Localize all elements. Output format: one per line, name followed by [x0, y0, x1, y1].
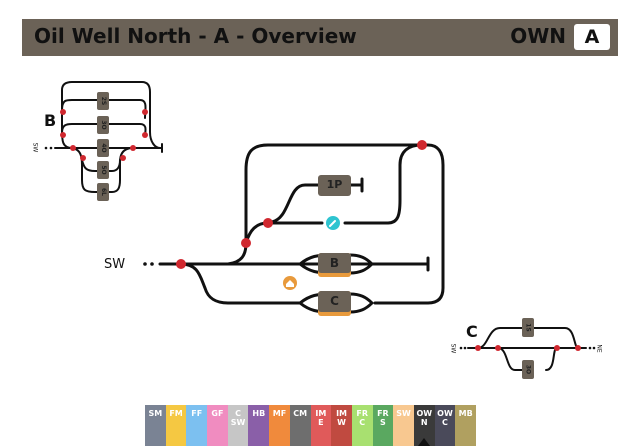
tab-label: FR	[377, 409, 389, 418]
main-tracks	[158, 143, 445, 314]
tab-sublabel: N	[420, 418, 428, 427]
inset-b-direction: SW	[31, 142, 39, 153]
tab-label: OW	[416, 409, 433, 418]
tab-ff[interactable]: FF	[186, 405, 208, 446]
tab-sublabel: W	[337, 418, 346, 427]
tab-label: FF	[191, 409, 203, 418]
unit-selector[interactable]: A	[574, 24, 610, 50]
tab-label: FR	[356, 409, 369, 418]
tab-label: HB	[252, 409, 266, 418]
tab-sw[interactable]: SW	[393, 405, 414, 446]
tab-mb[interactable]: MB	[455, 405, 476, 446]
inset-c-label: C	[466, 322, 478, 341]
tab-sublabel: C	[359, 418, 366, 427]
tab-fm[interactable]: FM	[165, 405, 187, 446]
tab-label: MB	[458, 409, 473, 418]
track-label-c: C	[330, 294, 339, 308]
tab-label: SW	[396, 409, 411, 418]
tab-label: SM	[148, 409, 163, 418]
tab-label: IM	[315, 409, 327, 418]
tab-label: FM	[169, 409, 183, 418]
track-label-1p: 1P	[326, 178, 343, 191]
header-bar: Oil Well North - A - Overview OWN A	[22, 19, 618, 56]
tab-label: OW	[437, 409, 453, 418]
tab-label: C	[235, 409, 242, 418]
page-title: Oil Well North - A - Overview	[34, 24, 357, 48]
inset-c-track-1s: 1S	[524, 323, 532, 332]
track-label-b: B	[329, 256, 340, 270]
tab-label: MF	[272, 409, 287, 418]
tab-label: IM	[336, 409, 347, 418]
origin-label: SW	[104, 257, 126, 272]
tab-hb[interactable]: HB	[248, 405, 270, 446]
tab-label: GF	[211, 409, 224, 418]
track-c[interactable]	[318, 291, 351, 312]
tab-mf[interactable]: MF	[269, 405, 290, 446]
inset-c-right: NE	[595, 344, 603, 353]
tab-cm[interactable]: CM	[289, 405, 311, 446]
tab-gf[interactable]: GF	[207, 405, 228, 446]
tab-sm[interactable]: SM	[145, 405, 166, 446]
inset-c-track-3o: 3O	[524, 364, 532, 375]
inset-b-label: B	[44, 111, 57, 130]
tab-sublabel: SW	[230, 418, 246, 427]
tab-sublabel: E	[318, 418, 324, 427]
tab-sublabel: S	[380, 418, 386, 427]
track-1p[interactable]	[318, 175, 351, 196]
switch-nodes	[176, 140, 427, 269]
track-b[interactable]	[318, 253, 351, 273]
tab-label: CM	[293, 409, 308, 418]
site-code: OWN	[510, 24, 566, 48]
inset-c-left: SW	[449, 343, 457, 354]
tab-sublabel: C	[442, 418, 448, 427]
